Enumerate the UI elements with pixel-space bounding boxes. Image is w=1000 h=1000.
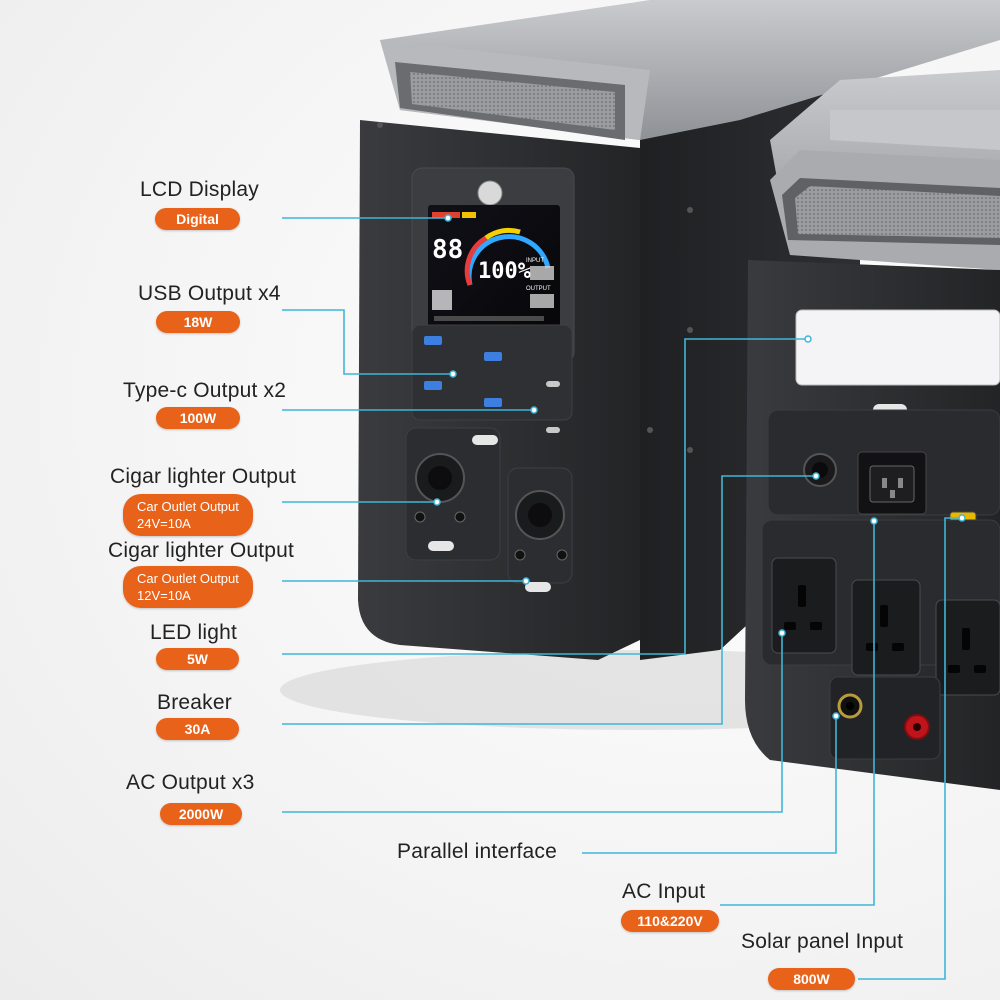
- usb-output-title: USB Output x4: [138, 282, 281, 305]
- cigar-lighter-24v-spec-line1: Car Outlet Output: [137, 499, 239, 514]
- led-light-title: LED light: [150, 621, 238, 644]
- cigar-lighter-12v-spec-line1: Car Outlet Output: [137, 571, 239, 586]
- lcd-output-label: OUTPUT: [526, 286, 551, 292]
- ac-output-title: AC Output x3: [126, 771, 255, 794]
- breaker-spec-badge: 30A: [156, 718, 239, 740]
- lcd-display-spec-badge: Digital: [155, 208, 240, 230]
- cigar-lighter-12v-spec-line2: 12V=10A: [137, 588, 191, 603]
- solar-panel-input-spec-badge: 800W: [768, 968, 855, 990]
- ac-sockets: [771, 557, 1000, 696]
- breaker-title: Breaker: [157, 691, 232, 714]
- cigar-lighter-24v-title: Cigar lighter Output: [110, 465, 297, 488]
- cigar-lighter-12v-spec-badge: Car Outlet Output 12V=10A: [123, 566, 253, 608]
- ac-output-spec-badge: 2000W: [160, 803, 242, 825]
- solar-panel-input-title: Solar panel Input: [741, 930, 904, 953]
- lcd-digits: 88: [432, 235, 463, 265]
- parallel-interface-title: Parallel interface: [397, 840, 558, 863]
- cigar-lighter-12v-title: Cigar lighter Output: [108, 539, 295, 562]
- type-c-output-spec-badge: 100W: [156, 407, 240, 429]
- lcd-display-title: LCD Display: [140, 178, 259, 201]
- usb-output-spec-badge: 18W: [156, 311, 240, 333]
- lcd-percent: 100%: [478, 259, 532, 284]
- cigar-lighter-24v-spec-line2: 24V=10A: [137, 516, 191, 531]
- lcd-input-label: INPUT: [526, 258, 544, 264]
- right-power-station: [745, 70, 1000, 790]
- ac-input-title: AC Input: [622, 880, 706, 903]
- ac-input-spec-badge: 110&220V: [621, 910, 719, 932]
- type-c-output-title: Type-c Output x2: [123, 379, 287, 402]
- leader-endpoints: [433, 214, 966, 720]
- led-light-spec-badge: 5W: [156, 648, 239, 670]
- leader-lines: [282, 217, 962, 980]
- cigar-lighter-24v-spec-badge: Car Outlet Output 24V=10A: [123, 494, 253, 536]
